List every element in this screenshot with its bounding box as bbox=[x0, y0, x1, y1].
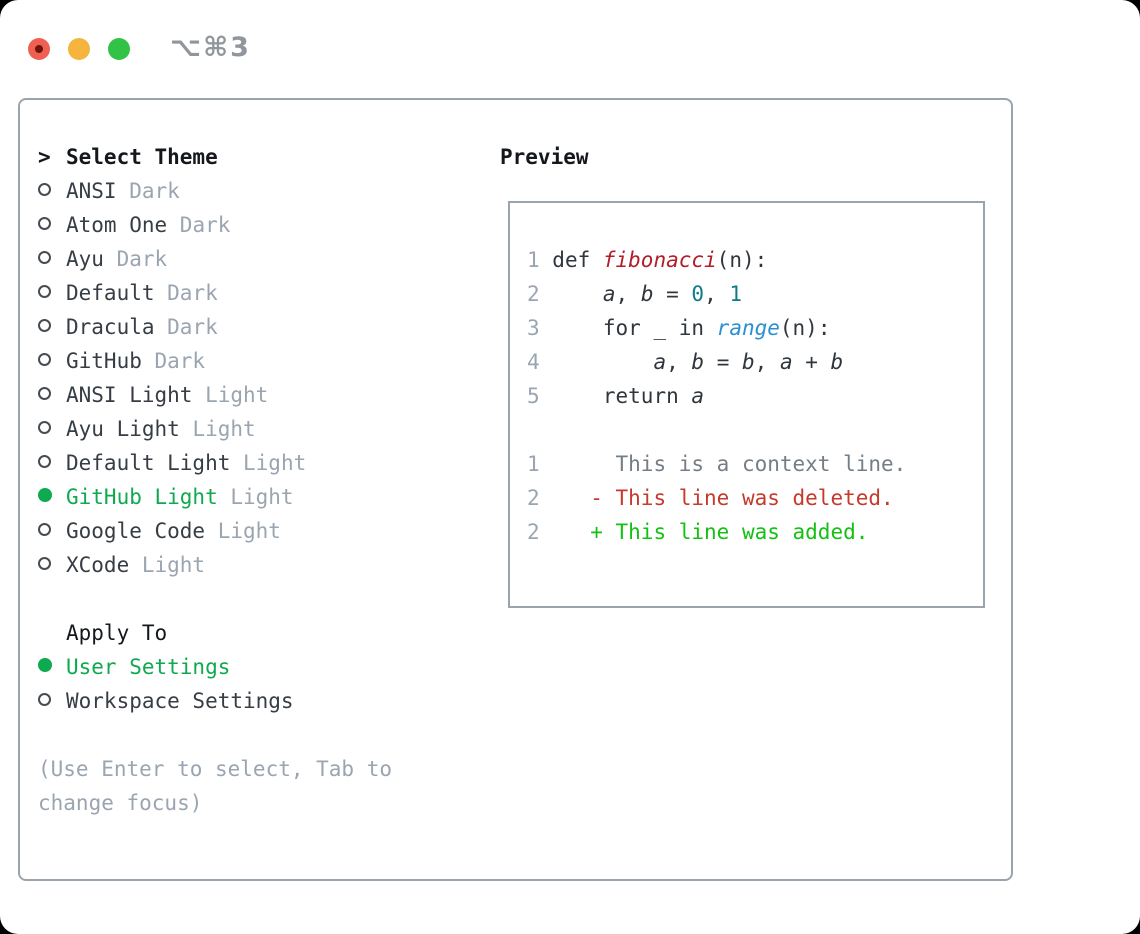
code-line: 2 + This line was added. bbox=[527, 520, 869, 544]
option-label: ANSI bbox=[66, 179, 117, 203]
theme-option-ayu[interactable]: Ayu Dark bbox=[38, 242, 480, 276]
theme-variant-tag: Light bbox=[129, 553, 206, 577]
radio-selected-icon bbox=[38, 658, 52, 672]
line-number: 4 bbox=[527, 350, 540, 374]
preview-column: Preview 1 def fibonacci(n): 2 a, b = 0, 1… bbox=[500, 140, 985, 820]
radio-unselected-icon bbox=[38, 693, 51, 706]
radio-unselected-icon bbox=[38, 285, 51, 298]
minimize-button-icon[interactable] bbox=[68, 38, 90, 60]
theme-variant-tag: Dark bbox=[167, 213, 231, 237]
theme-option-xcode[interactable]: XCode Light bbox=[38, 548, 480, 582]
option-label: Google Code bbox=[66, 519, 206, 543]
option-label: GitHub bbox=[66, 349, 142, 373]
option-label: Ayu bbox=[66, 247, 104, 271]
theme-variant-tag: Dark bbox=[154, 281, 218, 305]
radio-unselected-icon bbox=[38, 183, 51, 196]
radio-unselected-icon bbox=[38, 557, 51, 570]
radio-unselected-icon bbox=[38, 217, 51, 230]
radio-unselected-icon bbox=[38, 319, 51, 332]
zoom-button-icon[interactable] bbox=[108, 38, 130, 60]
radio-unselected-icon bbox=[38, 455, 51, 468]
option-label: Dracula bbox=[66, 315, 155, 339]
select-theme-header: > Select Theme bbox=[38, 140, 480, 174]
option-label: ANSI Light bbox=[66, 383, 193, 407]
radio-unselected-icon bbox=[38, 353, 51, 366]
line-number: 2 bbox=[527, 486, 540, 510]
theme-option-ansi[interactable]: ANSI Dark bbox=[38, 174, 480, 208]
theme-variant-tag: Light bbox=[230, 451, 307, 475]
line-number: 5 bbox=[527, 384, 540, 408]
preview-title: Preview bbox=[500, 145, 589, 169]
apply-to-header: Apply To bbox=[38, 616, 480, 650]
theme-variant-tag: Light bbox=[179, 417, 256, 441]
radio-unselected-icon bbox=[38, 387, 51, 400]
theme-variant-tag: Dark bbox=[141, 349, 206, 373]
theme-option-atom-one[interactable]: Atom One Dark bbox=[38, 208, 480, 242]
code-line: 1 def fibonacci(n): bbox=[527, 248, 768, 272]
theme-variant-tag: Dark bbox=[154, 315, 218, 339]
window-titlebar: ⌥⌘3 bbox=[0, 0, 1140, 98]
theme-variant-tag: Dark bbox=[116, 179, 180, 203]
code-line: 2 a, b = 0, 1 bbox=[527, 282, 743, 306]
theme-option-ayu-light[interactable]: Ayu Light Light bbox=[38, 412, 480, 446]
theme-option-default[interactable]: Default Dark bbox=[38, 276, 480, 310]
select-theme-header-label: Select Theme bbox=[66, 145, 218, 169]
code-line: 4 a, b = b, a + b bbox=[527, 350, 844, 374]
line-number: 3 bbox=[527, 316, 540, 340]
line-number: 1 bbox=[527, 452, 540, 476]
theme-option-ansi-light[interactable]: ANSI Light Light bbox=[38, 378, 480, 412]
apply-to-header-label: Apply To bbox=[66, 621, 168, 645]
theme-option-dracula[interactable]: Dracula Dark bbox=[38, 310, 480, 344]
theme-option-github[interactable]: GitHub Dark bbox=[38, 344, 480, 378]
code-line bbox=[527, 413, 983, 447]
line-number: 1 bbox=[527, 248, 540, 272]
theme-option-github-light[interactable]: GitHub Light Light bbox=[38, 480, 480, 514]
apply-option-workspace-settings[interactable]: Workspace Settings bbox=[38, 684, 480, 718]
theme-option-default-light[interactable]: Default Light Light bbox=[38, 446, 480, 480]
window-title: ⌥⌘3 bbox=[170, 31, 251, 63]
close-button-icon[interactable] bbox=[28, 38, 50, 60]
selection-cursor-icon: > bbox=[38, 145, 51, 169]
option-label: XCode bbox=[66, 553, 130, 577]
line-number: 2 bbox=[527, 282, 540, 306]
option-label: User Settings bbox=[66, 655, 231, 679]
option-label: Ayu Light bbox=[66, 417, 180, 441]
theme-option-google-code[interactable]: Google Code Light bbox=[38, 514, 480, 548]
theme-variant-tag: Dark bbox=[103, 247, 168, 271]
code-line: 5 return a bbox=[527, 384, 705, 408]
option-label: Default Light bbox=[66, 451, 231, 475]
apply-option-user-settings[interactable]: User Settings bbox=[38, 650, 480, 684]
radio-selected-icon bbox=[38, 488, 52, 502]
option-label: Atom One bbox=[66, 213, 168, 237]
radio-unselected-icon bbox=[38, 523, 51, 536]
radio-unselected-icon bbox=[38, 421, 51, 434]
code-line: 3 for _ in range(n): bbox=[527, 316, 831, 340]
theme-variant-tag: Light bbox=[192, 383, 269, 407]
option-label: GitHub Light bbox=[66, 485, 218, 509]
code-line: 2 - This line was deleted. bbox=[527, 486, 894, 510]
option-label: Workspace Settings bbox=[66, 689, 294, 713]
radio-unselected-icon bbox=[38, 251, 51, 264]
preview-code-box: 1 def fibonacci(n): 2 a, b = 0, 1 3 for _ … bbox=[508, 201, 985, 608]
theme-variant-tag: Light bbox=[205, 519, 281, 543]
hint-text: (Use Enter to select, Tab to change focu… bbox=[38, 757, 393, 815]
code-line: 1 This is a context line. bbox=[527, 452, 907, 476]
theme-variant-tag: Light bbox=[217, 485, 294, 509]
spacer bbox=[38, 582, 480, 616]
option-label: Default bbox=[66, 281, 155, 305]
line-number: 2 bbox=[527, 520, 540, 544]
